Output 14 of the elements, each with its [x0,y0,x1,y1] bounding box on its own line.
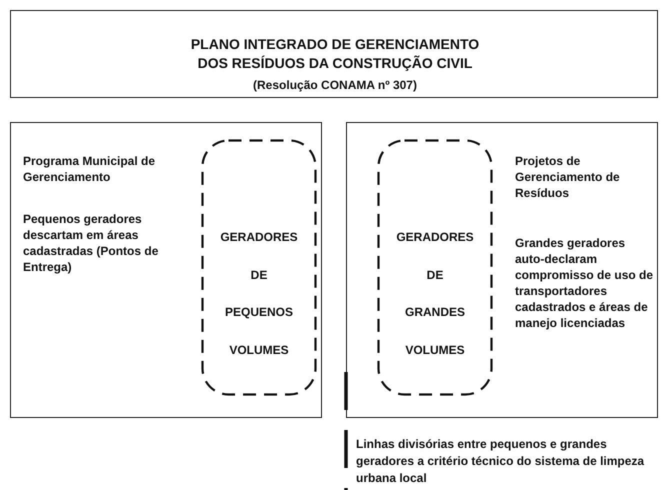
title-box [10,10,658,98]
project-box [346,122,658,418]
group-outline [377,139,493,396]
title: PLANO INTEGRADO DE GERENCIAMENTO DOS RESÍDUOS DA CONSTRUÇÃO CIVIL [190,35,480,73]
heading: Projetos de Gerenciamento de Resíduos [515,153,621,201]
description: Pequenos geradores descartam em áreas cadastradas (Pontos de Entrega) [23,211,160,275]
group-label: GERADORES DE GRANDES VOLUMES [395,229,475,358]
subtitle: (Resolução CONAMA nº 307) [252,77,418,93]
heading: Programa Municipal de Gerenciamento [23,153,156,185]
note: Linhas divisórias entre pequenos e grandes geradores a critério técnico do sistema de limpeza urbana local [356,436,646,487]
group-label: GERADORES DE PEQUENOS VOLUMES [219,229,299,358]
program-box [10,122,322,418]
description: Grandes geradores auto-declaram compromisso de uso de transportadores cadastrados e áreas de manejo licenciadas [515,235,654,331]
group-outline [201,139,317,396]
